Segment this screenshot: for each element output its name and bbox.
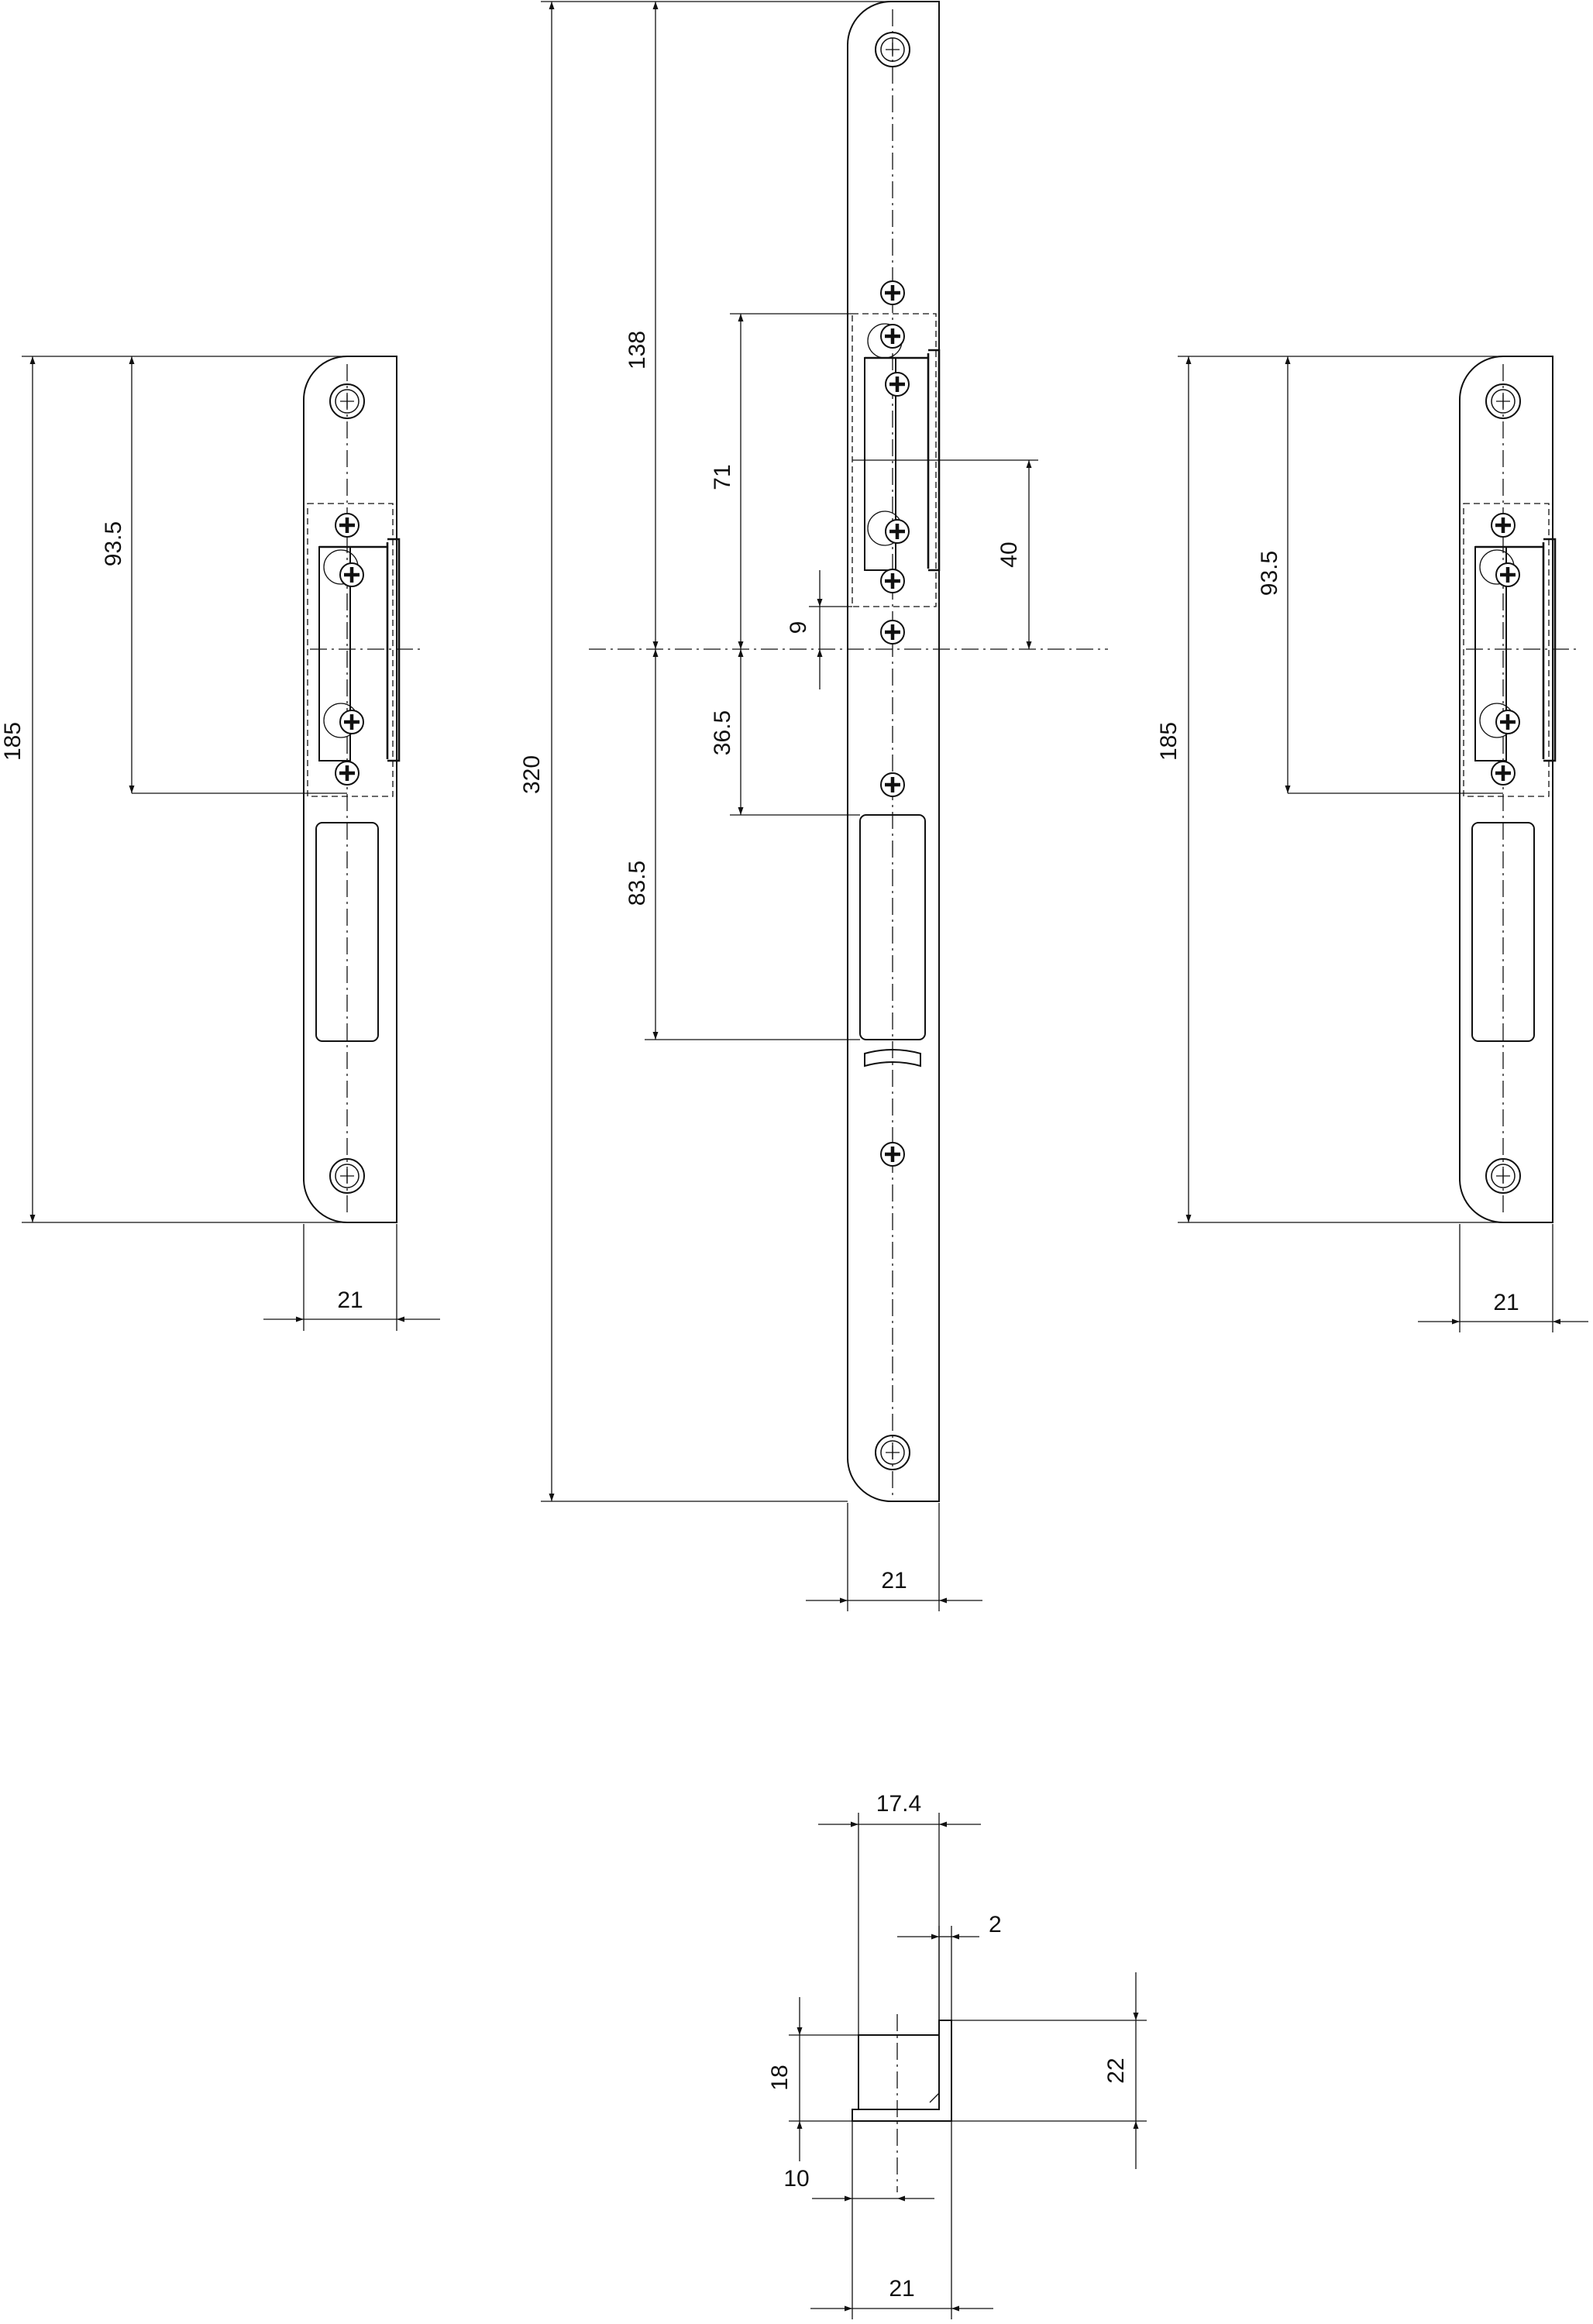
left-screw <box>340 563 363 586</box>
right-width-dimension: 21 <box>1418 1224 1588 1332</box>
center-keeper-span-label: 71 <box>710 464 735 490</box>
center-bottom-hole <box>875 1435 910 1470</box>
right-hole-spacing-label: 93.5 <box>1257 551 1282 596</box>
center-top-distance-dimension: 138 <box>624 2 659 649</box>
profile-offset-label: 10 <box>783 2166 809 2192</box>
left-screw-zone <box>307 503 394 797</box>
center-lower-screw-label: 36.5 <box>710 710 735 755</box>
left-screw <box>335 514 359 537</box>
center-latch-window <box>859 814 926 1040</box>
center-screw <box>886 373 909 396</box>
profile-depth-label: 18 <box>767 2064 793 2090</box>
right-bottom-hole <box>1485 1158 1521 1194</box>
profile-wall-label: 2 <box>989 1912 1002 1937</box>
center-window-bottom-label: 83.5 <box>624 861 650 906</box>
center-gap-dimension: 9 <box>786 570 852 689</box>
profile-wall-dimension: 2 <box>897 1912 1002 2020</box>
center-upper-offset-label: 40 <box>996 541 1022 567</box>
left-bottom-hole <box>329 1158 365 1194</box>
right-screw <box>1496 710 1519 734</box>
left-strike-plate <box>303 356 420 1223</box>
right-width-label: 21 <box>1493 1290 1519 1315</box>
center-width-label: 21 <box>881 1568 907 1593</box>
center-height-label: 320 <box>519 755 545 794</box>
center-window-bottom-dimension: 83.5 <box>624 649 860 1040</box>
profile-overall-width-dimension: 17.4 <box>818 1791 981 2035</box>
center-strike-plate <box>589 1 1108 1502</box>
left-width-dimension: 21 <box>263 1224 440 1331</box>
left-screw <box>335 761 359 785</box>
center-screw <box>881 621 904 644</box>
center-screw <box>881 1143 904 1166</box>
profile-plate-width-dimension: 21 <box>810 2121 993 2319</box>
right-height-dimension: 185 <box>1156 356 1503 1223</box>
left-height-label: 185 <box>0 722 26 761</box>
left-keeper <box>318 538 401 762</box>
profile-total-height-dimension: 22 <box>951 1972 1147 2169</box>
right-screw-zone <box>1463 503 1550 797</box>
center-height-dimension: 320 <box>519 1 891 1502</box>
left-height-dimension: 185 <box>0 356 347 1223</box>
profile-total-height-label: 22 <box>1103 2058 1129 2083</box>
right-screw <box>1496 563 1519 586</box>
center-screw <box>881 325 904 348</box>
right-screw <box>1492 761 1515 785</box>
left-hole-spacing-label: 93.5 <box>101 521 126 566</box>
profile-section <box>852 2014 952 2192</box>
profile-depth-dimension: 18 <box>767 1997 858 2161</box>
center-width-dimension: 21 <box>806 1503 982 1611</box>
right-height-label: 185 <box>1156 722 1182 761</box>
center-screw <box>881 281 904 304</box>
left-top-hole <box>329 383 365 419</box>
center-top-hole <box>875 32 910 67</box>
right-strike-plate <box>1459 356 1576 1223</box>
center-keeper-span-dimension: 71 <box>710 313 852 649</box>
right-top-hole <box>1485 383 1521 419</box>
profile-overall-width-label: 17.4 <box>876 1791 921 1817</box>
center-keeper <box>864 323 941 572</box>
left-latch-window <box>315 822 379 1042</box>
center-top-distance-label: 138 <box>624 331 650 370</box>
left-width-label: 21 <box>337 1287 363 1313</box>
center-screw <box>881 773 904 796</box>
center-lower-screw-dimension: 36.5 <box>710 649 860 816</box>
center-screw <box>881 569 904 593</box>
profile-plate-width-label: 21 <box>889 2276 914 2302</box>
left-hole-spacing-dimension: 93.5 <box>101 356 347 794</box>
profile-offset-dimension: 10 <box>783 2121 934 2319</box>
right-hole-spacing-dimension: 93.5 <box>1257 356 1503 794</box>
right-keeper <box>1474 538 1557 762</box>
right-latch-window <box>1471 822 1535 1042</box>
left-screw <box>340 710 363 734</box>
center-gap-label: 9 <box>786 621 811 634</box>
right-screw <box>1492 514 1515 537</box>
center-upper-offset-dimension: 40 <box>852 459 1038 649</box>
center-screw <box>886 520 909 543</box>
center-indicator-slot <box>864 1049 921 1067</box>
